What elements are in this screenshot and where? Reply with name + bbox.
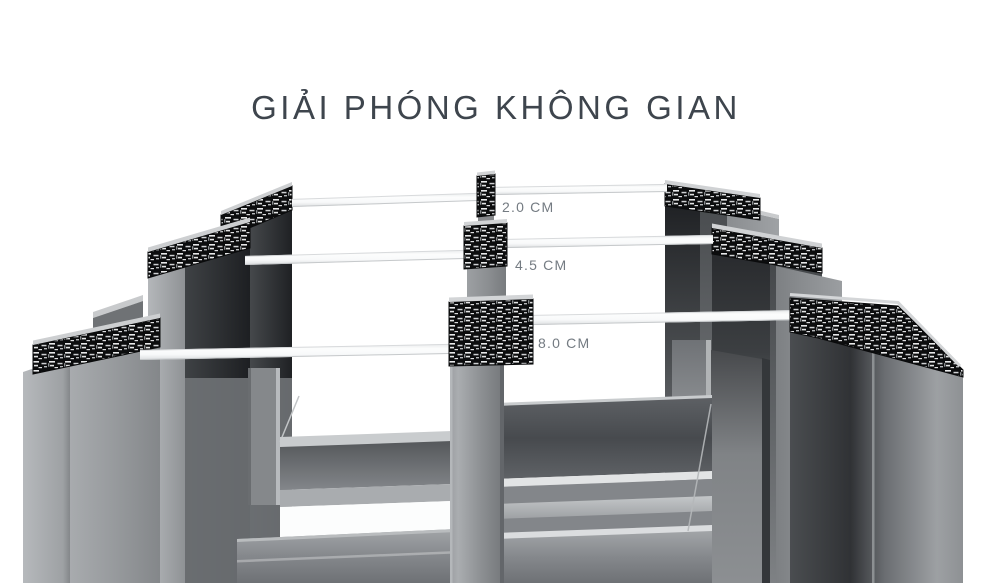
measurement-label-2cm: 2.0 CM [502,199,555,215]
glass-pane-2cm [291,183,668,207]
measurement-label-8cm: 8.0 CM [538,335,591,351]
center-interlock-8cm [448,294,534,583]
page-title: GIẢI PHÓNG KHÔNG GIAN [251,89,741,126]
right-frame-front [789,293,964,583]
glass-pane-4-5cm [244,234,714,265]
glass-pane-8cm [139,309,801,360]
bottom-right-corner [496,340,770,583]
bottom-left-corner [185,368,456,583]
left-frame-front [23,295,161,583]
center-interlock-4-5cm [463,219,508,308]
measurement-label-4-5cm: 4.5 CM [515,257,568,273]
